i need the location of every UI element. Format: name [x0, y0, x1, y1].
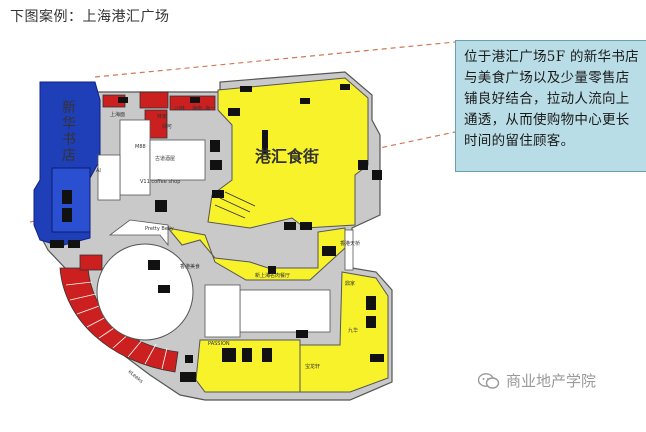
food-court-area: [207, 77, 369, 229]
map-label-baohong: 宝龙轩: [305, 363, 320, 370]
map-label-gudao: 古道酒屋: [155, 155, 175, 162]
food-court-label: 港汇食街: [255, 147, 319, 166]
map-label-pass: PASSION: [208, 341, 230, 347]
map-label-shanghai-ming: 新上海名肉餐厅: [255, 272, 290, 279]
xinhua-label-3: 书: [62, 132, 76, 148]
atrium-top: [108, 219, 169, 247]
map-label-hainan: 海南: [192, 105, 202, 112]
header-caption: 下图案例：上海港汇广场: [10, 9, 170, 25]
xinhua-label-2: 华: [62, 116, 76, 132]
leader-line-top: [94, 41, 456, 78]
map-label-shanghai-food: 上海面: [110, 111, 125, 118]
map-label-juji: 鼎家: [345, 280, 355, 287]
callout-box: 位于港汇广场5F 的新华书店与美食广场以及少量零售店铺良好结合，拉动人流向上通透…: [455, 40, 646, 172]
xinhua-label-1: 新: [62, 100, 76, 116]
watermark: 商业地产学院: [478, 370, 596, 391]
map-label-xiangtian: 香港美食: [180, 263, 200, 270]
map-label-pretty: Pretty Belly: [145, 226, 174, 232]
lower-yellow: [195, 339, 301, 393]
red-shop-left-mid: [79, 254, 103, 271]
white-block-2: [149, 139, 206, 181]
atrium-circle: [96, 243, 194, 341]
wechat-icon: [478, 372, 500, 389]
map-label-haobo: 香港天桥: [340, 240, 360, 247]
white-block-4: [239, 289, 331, 333]
map-label-ai: AI: [96, 168, 101, 174]
middle-yellow-shops: [166, 227, 346, 281]
map-label-gnarly: eLeeks: [127, 369, 145, 385]
map-label-weijia: 味家: [157, 113, 167, 120]
white-block-3: [97, 154, 121, 201]
watermark-text: 商业地产学院: [506, 372, 597, 390]
red-shop-top-2: [139, 91, 169, 109]
map-label-jiuhua: 九华: [348, 327, 358, 334]
xinhua-label-4: 店: [62, 148, 76, 164]
map-label-chuanxiang: 川味: [175, 105, 185, 112]
white-block-5: [204, 284, 241, 338]
white-block-1: [119, 119, 151, 196]
map-label-haiyi: 海一: [205, 105, 215, 112]
map-label-v11: V11 coffee shop: [140, 179, 180, 185]
white-block-6: [344, 229, 354, 271]
map-label-msb: M88: [135, 144, 146, 150]
map-label-lv: 绿可: [162, 123, 172, 130]
